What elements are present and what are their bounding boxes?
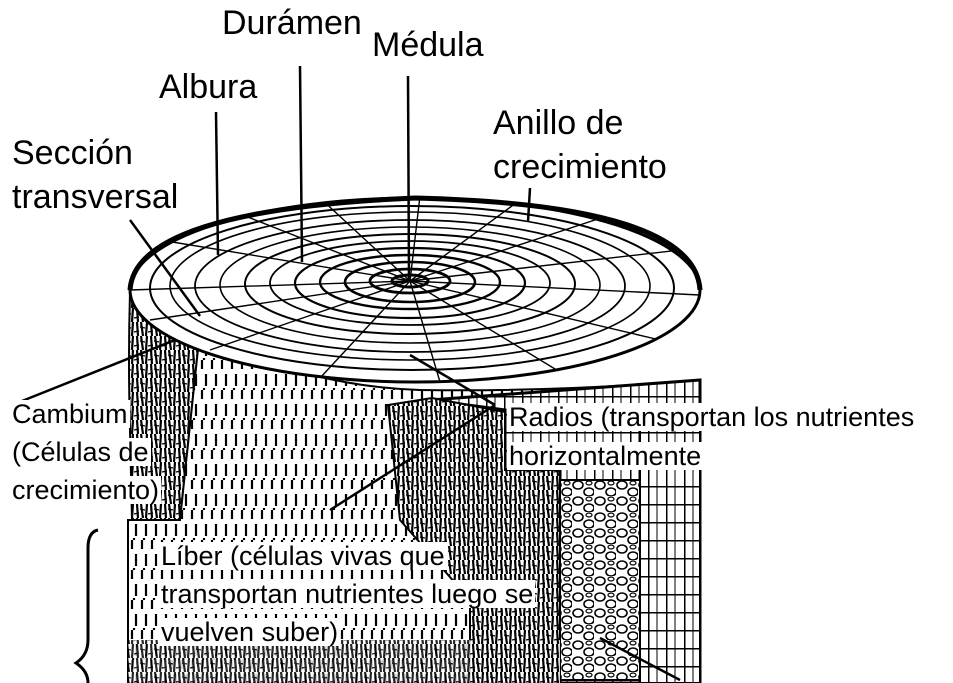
label-medula: Médula — [372, 28, 484, 64]
cell-tissue — [555, 480, 645, 680]
label-cambium-line3: crecimiento) — [10, 476, 161, 504]
label-cambium-line2: (Células de — [10, 438, 151, 466]
label-anillo-line2: crecimiento — [493, 150, 667, 186]
brace — [76, 530, 98, 683]
label-seccion-line1: Sección — [10, 136, 135, 172]
label-seccion-line2: transversal — [10, 180, 180, 216]
label-anillo-line1: Anillo de — [493, 106, 623, 142]
label-cambium-line1: Cambium — [10, 400, 130, 428]
label-radios-line1: Radios (transportan los nutrientes — [507, 403, 916, 431]
label-liber-line2: transportan nutrientes luego se — [159, 580, 535, 608]
label-radios-line2: horizontalmente — [507, 442, 703, 470]
label-liber-line3: vuelven suber) — [159, 618, 340, 646]
label-liber-line1: Líber (células vivas que — [159, 542, 447, 570]
label-duramen: Durámen — [222, 6, 362, 42]
label-albura: Albura — [159, 70, 257, 106]
